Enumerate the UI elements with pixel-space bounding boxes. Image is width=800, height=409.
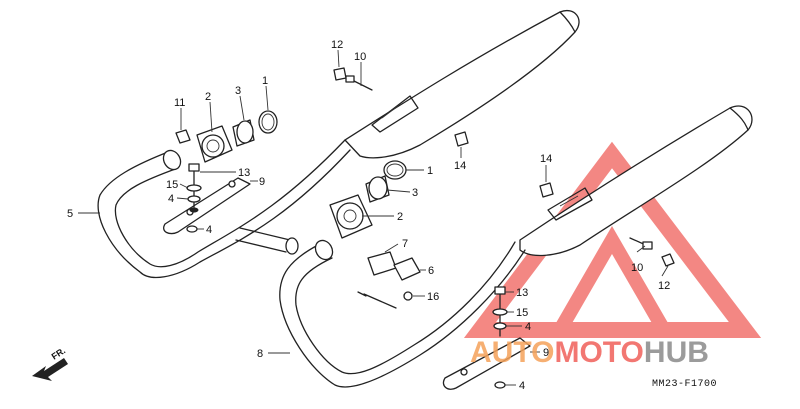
upper-joint-parts: [175, 110, 278, 163]
callout-5: 5: [67, 208, 73, 220]
callout-16: 16: [427, 291, 439, 303]
callout-9-lower: 9: [543, 347, 549, 359]
callout-10-lower: 10: [631, 262, 643, 274]
callout-11: 11: [174, 97, 185, 109]
lower-joint-parts: [329, 160, 421, 309]
watermark-part-moto: MOTO: [554, 336, 643, 369]
callout-7: 7: [402, 238, 408, 250]
callout-4-upper-b: 4: [206, 224, 212, 236]
lower-muffler: [519, 105, 753, 257]
callout-15-upper: 15: [166, 179, 178, 191]
front-direction-arrow: FR.: [32, 345, 68, 381]
callout-15-lower: 15: [516, 307, 528, 319]
upper-bracket-9: [163, 163, 251, 235]
watermark-part-hub: HUB: [644, 336, 709, 369]
leader-lines: [78, 49, 669, 386]
callout-3-upper: 3: [235, 85, 241, 97]
upper-muffler: [344, 9, 580, 159]
callout-6: 6: [428, 265, 434, 277]
callout-4-lower-b: 4: [519, 380, 525, 392]
diagram-code: MM23-F1700: [652, 379, 717, 390]
callout-10-top: 10: [354, 51, 366, 63]
callout-4-upper-a: 4: [168, 193, 174, 205]
exhaust-pipe-5: [97, 139, 351, 279]
callout-2-upper: 2: [205, 91, 211, 103]
callout-9-upper: 9: [259, 176, 265, 188]
callout-12-top: 12: [331, 39, 343, 51]
callout-3-lower: 3: [412, 187, 418, 199]
exhaust-pipe-8: [279, 239, 526, 388]
callout-13-lower: 13: [516, 287, 528, 299]
callout-13-upper: 13: [238, 167, 250, 179]
watermark-part-auto: AUTO: [470, 336, 554, 369]
callout-1-lower: 1: [427, 165, 433, 177]
watermark-text: AUTOMOTOHUB: [470, 336, 709, 369]
callout-14-upper: 14: [454, 160, 466, 172]
callout-numbers: 1 2 3 11 12 10 13 9 15 4 4 5 14 1 3 2 7 …: [67, 39, 670, 392]
callout-4-lower-a: 4: [525, 321, 531, 333]
callout-12-lower: 12: [658, 280, 670, 292]
lower-bracket-9: [442, 182, 675, 390]
callout-8: 8: [257, 348, 263, 360]
callout-14-lower: 14: [540, 153, 552, 165]
callout-2-lower: 2: [397, 211, 403, 223]
callout-1-upper: 1: [262, 75, 268, 87]
top-fasteners: [333, 67, 469, 147]
